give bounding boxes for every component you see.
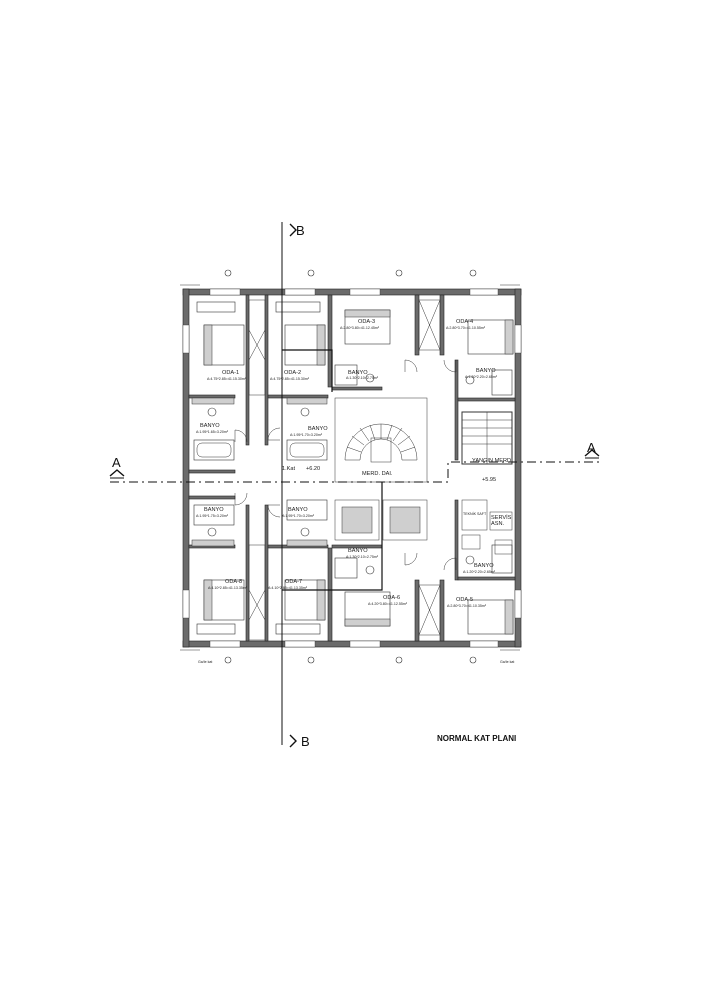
lift-shafts (334, 499, 428, 541)
section-line-b (281, 222, 383, 748)
bath-name-1: BANYO (200, 423, 220, 429)
room-area-3: A:2.80*3.80=41.12.45m² (340, 326, 380, 330)
room-area-8: A:4.10*2.85=41.13.35m² (208, 586, 248, 590)
section-mark-b-top: B (296, 223, 305, 238)
room-name-5: ODA-5 (456, 597, 473, 603)
bath-name-5: BANYO (204, 507, 224, 513)
fire-stair-label: YANGIN MERD. (472, 458, 513, 464)
technical-shaft-label: TEKNİK SAFT (463, 511, 487, 516)
room-name-3: ODA-3 (358, 319, 375, 325)
room-area-2: A:4.75*2.85=41.15.30m² (270, 377, 310, 381)
bath-name-7: BANYO (348, 548, 368, 554)
bath-name-6: BANYO (288, 507, 308, 513)
room-name-8: ODA-8 (225, 579, 242, 585)
bath-name-8: BANYO (474, 563, 494, 569)
stair-label: MERD. DAI. (362, 471, 393, 477)
service-room-sub: ASN. (491, 521, 505, 527)
section-mark-a-right: A (587, 440, 596, 455)
floor-label: 1.Kat (282, 466, 296, 472)
svg-text:Ga/le kat: Ga/le kat (500, 660, 514, 664)
bath-name-2: BANYO (308, 426, 328, 432)
fire-stair (461, 411, 513, 555)
grid-markers (180, 269, 520, 664)
room-area-4: A:2.80*3.70=41.10.55m² (446, 326, 486, 330)
section-line-a (109, 449, 600, 483)
outer-walls (182, 288, 522, 648)
room-name-4: ODA-4 (456, 319, 473, 325)
bath-name-3: BANYO (348, 370, 368, 376)
bath-name-4: BANYO (476, 368, 496, 374)
section-mark-b-bottom: B (301, 734, 310, 749)
bath-area-8: A:1.20*2.20=2.65m² (463, 570, 496, 574)
level-elevation-main: +6.20 (306, 466, 320, 472)
bath-area-3: A:1.30*2.10=2.75m² (346, 376, 379, 380)
service-room-label: SERVİS (491, 514, 512, 521)
shafts (248, 299, 441, 641)
bath-area-1: A:1.95*1.65=3.20m² (196, 430, 229, 434)
main-stair (334, 397, 428, 483)
furniture (191, 301, 514, 635)
bath-fixtures (193, 364, 513, 579)
room-name-6: ODA-6 (383, 595, 400, 601)
drawing-title: NORMAL KAT PLANI (437, 734, 516, 743)
doors (234, 359, 457, 571)
dimension-notes: Ga/le kat Ga/le kat (198, 660, 514, 664)
section-mark-a-left: A (112, 455, 121, 470)
room-area-6: A:4.20*3.80=41.12.55m² (368, 602, 408, 606)
room-area-5: A:2.80*3.70=41.10.35m² (447, 604, 487, 608)
svg-text:Ga/le kat: Ga/le kat (198, 660, 212, 664)
labels: B B A A ODA-1 A:4.75*2.85=41.15.30m² ODA… (112, 223, 596, 749)
room-area-1: A:4.75*2.85=41.15.30m² (207, 377, 247, 381)
room-name-1: ODA-1 (222, 370, 239, 376)
bath-area-5: A:1.95*1.75=3.20m² (196, 514, 229, 518)
room-name-2: ODA-2 (284, 370, 301, 376)
bath-area-2: A:1.95*1.70=3.20m² (290, 433, 323, 437)
room-area-7: A:4.10*2.85=41.13.35m² (268, 586, 308, 590)
bath-area-4: A:1.20*2.20=2.65m² (465, 375, 498, 379)
bath-area-7: A:1.30*2.10=2.75m² (346, 555, 379, 559)
bath-area-6: A:1.95*1.70=3.20m² (282, 514, 315, 518)
level-elevation-service: +5.95 (482, 477, 496, 483)
room-name-7: ODA-7 (285, 579, 302, 585)
